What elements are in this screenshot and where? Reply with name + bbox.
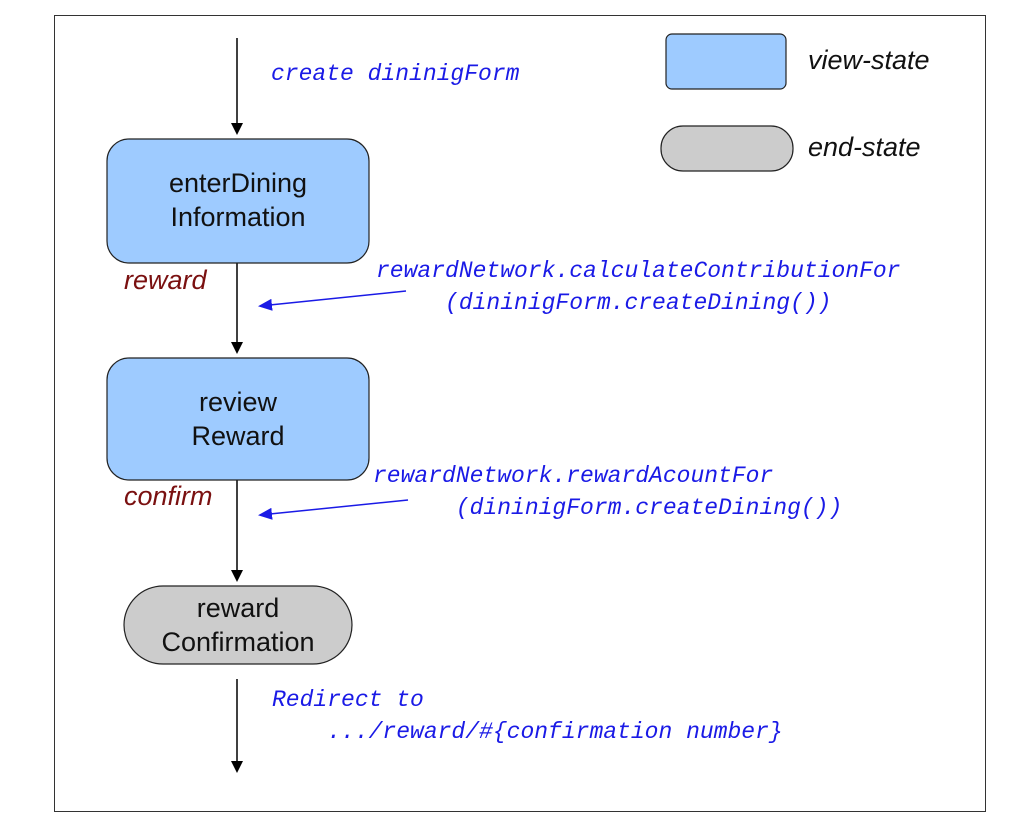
state-review-reward <box>106 357 370 481</box>
legend-end-state-swatch <box>660 125 794 172</box>
reward-action-label: rewardNetwork.calculateContributionFor (… <box>376 258 901 316</box>
state-enter-dining-information-label: enterDining Information <box>168 168 308 232</box>
confirm-action-arrow <box>258 499 409 520</box>
start-action-label: create dininigForm <box>271 61 520 87</box>
legend-view-state-swatch <box>665 33 787 90</box>
state-reward-confirmation-label: reward Confirmation <box>161 593 315 657</box>
legend-view-state-label: view-state <box>808 45 930 75</box>
end-action-label: Redirect to .../reward/#{confirmation nu… <box>272 687 783 745</box>
reward-action-arrow <box>258 290 407 311</box>
state-enter-dining-information <box>106 138 370 264</box>
legend-end-state-label: end-state <box>808 132 921 162</box>
transition-confirm-label: confirm <box>124 481 213 511</box>
transition-reward-label: reward <box>124 265 207 295</box>
state-reward-confirmation <box>123 585 353 665</box>
confirm-action-label: rewardNetwork.rewardAcountFor (dininigFo… <box>373 463 843 521</box>
state-review-reward-label: review Reward <box>191 387 285 451</box>
